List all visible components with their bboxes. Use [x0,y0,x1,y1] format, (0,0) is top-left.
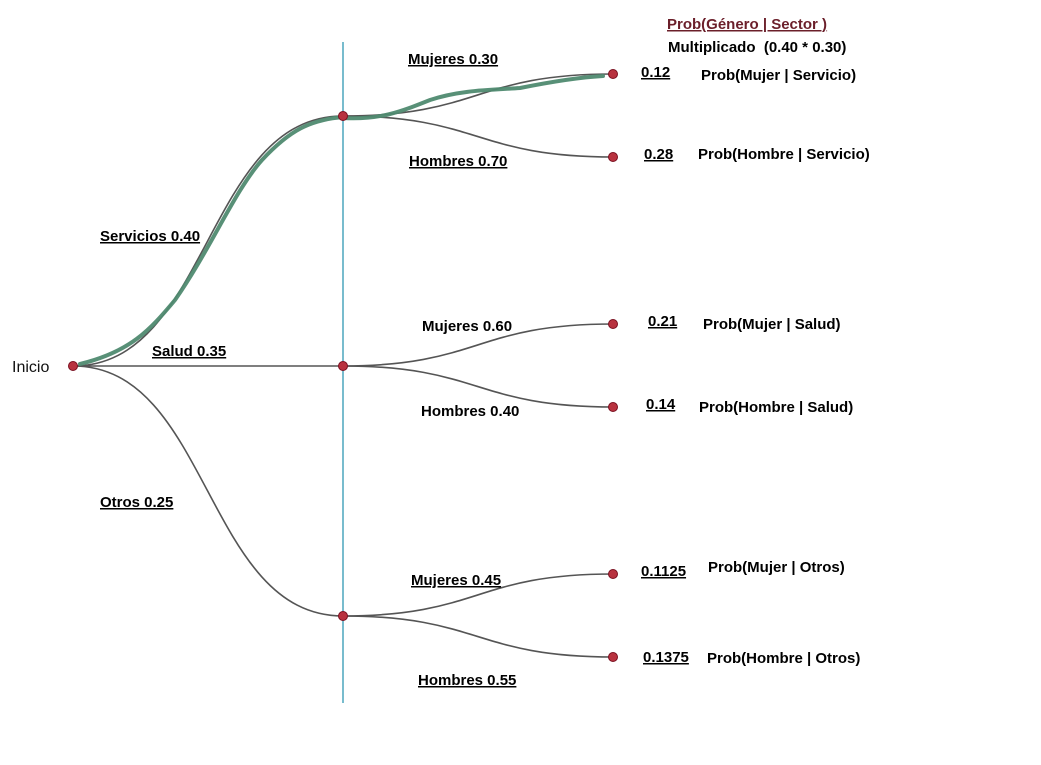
sector-label-servicios: Servicios 0.40 [100,228,200,245]
sector-label-otros: Otros 0.25 [100,494,173,511]
node-salud [338,361,348,371]
joint-prob-otros-hombres: 0.1375 [643,649,689,666]
outcome-label-otros-mujeres: Mujeres 0.45 [411,572,501,589]
branch-salud-hombres [342,365,614,408]
root-label: Inicio [12,359,49,376]
header-title: Prob(Género | Sector ) [667,16,827,33]
conditional-label-otros-mujeres: Prob(Mujer | Otros) [708,559,845,576]
leaf-node-salud-mujeres [608,319,618,329]
outcome-label-otros-hombres: Hombres 0.55 [418,672,516,689]
branch-otros-hombres [342,615,614,658]
joint-prob-otros-mujeres: 0.1125 [641,563,686,580]
outcome-label-salud-mujeres: Mujeres 0.60 [422,318,512,335]
conditional-label-salud-mujeres: Prob(Mujer | Salud) [703,316,841,333]
leaf-node-salud-hombres [608,402,618,412]
outcome-label-servicios-hombres: Hombres 0.70 [409,153,507,170]
branch-otros-mujeres [342,573,614,617]
branch-servicios-hombres [342,115,614,158]
conditional-label-salud-hombres: Prob(Hombre | Salud) [699,399,853,416]
outcome-label-salud-hombres: Hombres 0.40 [421,403,519,420]
leaf-node-otros-hombres [608,652,618,662]
branch-servicios [72,115,344,367]
joint-prob-servicios-mujeres: 0.12 [641,64,670,81]
joint-prob-servicios-hombres: 0.28 [644,146,673,163]
leaf-node-servicios-mujeres [608,69,618,79]
node-otros [338,611,348,621]
leaf-node-otros-mujeres [608,569,618,579]
conditional-label-servicios-hombres: Prob(Hombre | Servicio) [698,146,870,163]
node-servicios [338,111,348,121]
outcome-label-servicios-mujeres: Mujeres 0.30 [408,51,498,68]
leaf-node-servicios-hombres [608,152,618,162]
sector-label-salud: Salud 0.35 [152,343,226,360]
highlight-path-servicios [78,115,345,366]
conditional-label-servicios-mujeres: Prob(Mujer | Servicio) [701,67,856,84]
branch-salud-mujeres [342,323,614,367]
joint-prob-salud-hombres: 0.14 [646,396,676,413]
joint-prob-salud-mujeres: 0.21 [648,313,677,330]
branch-otros [72,365,344,617]
highlight-path-servicios-mujeres [341,74,605,121]
root-node [68,361,78,371]
conditional-label-otros-hombres: Prob(Hombre | Otros) [707,650,860,667]
header-subtitle: Multiplicado (0.40 * 0.30) [668,39,846,56]
